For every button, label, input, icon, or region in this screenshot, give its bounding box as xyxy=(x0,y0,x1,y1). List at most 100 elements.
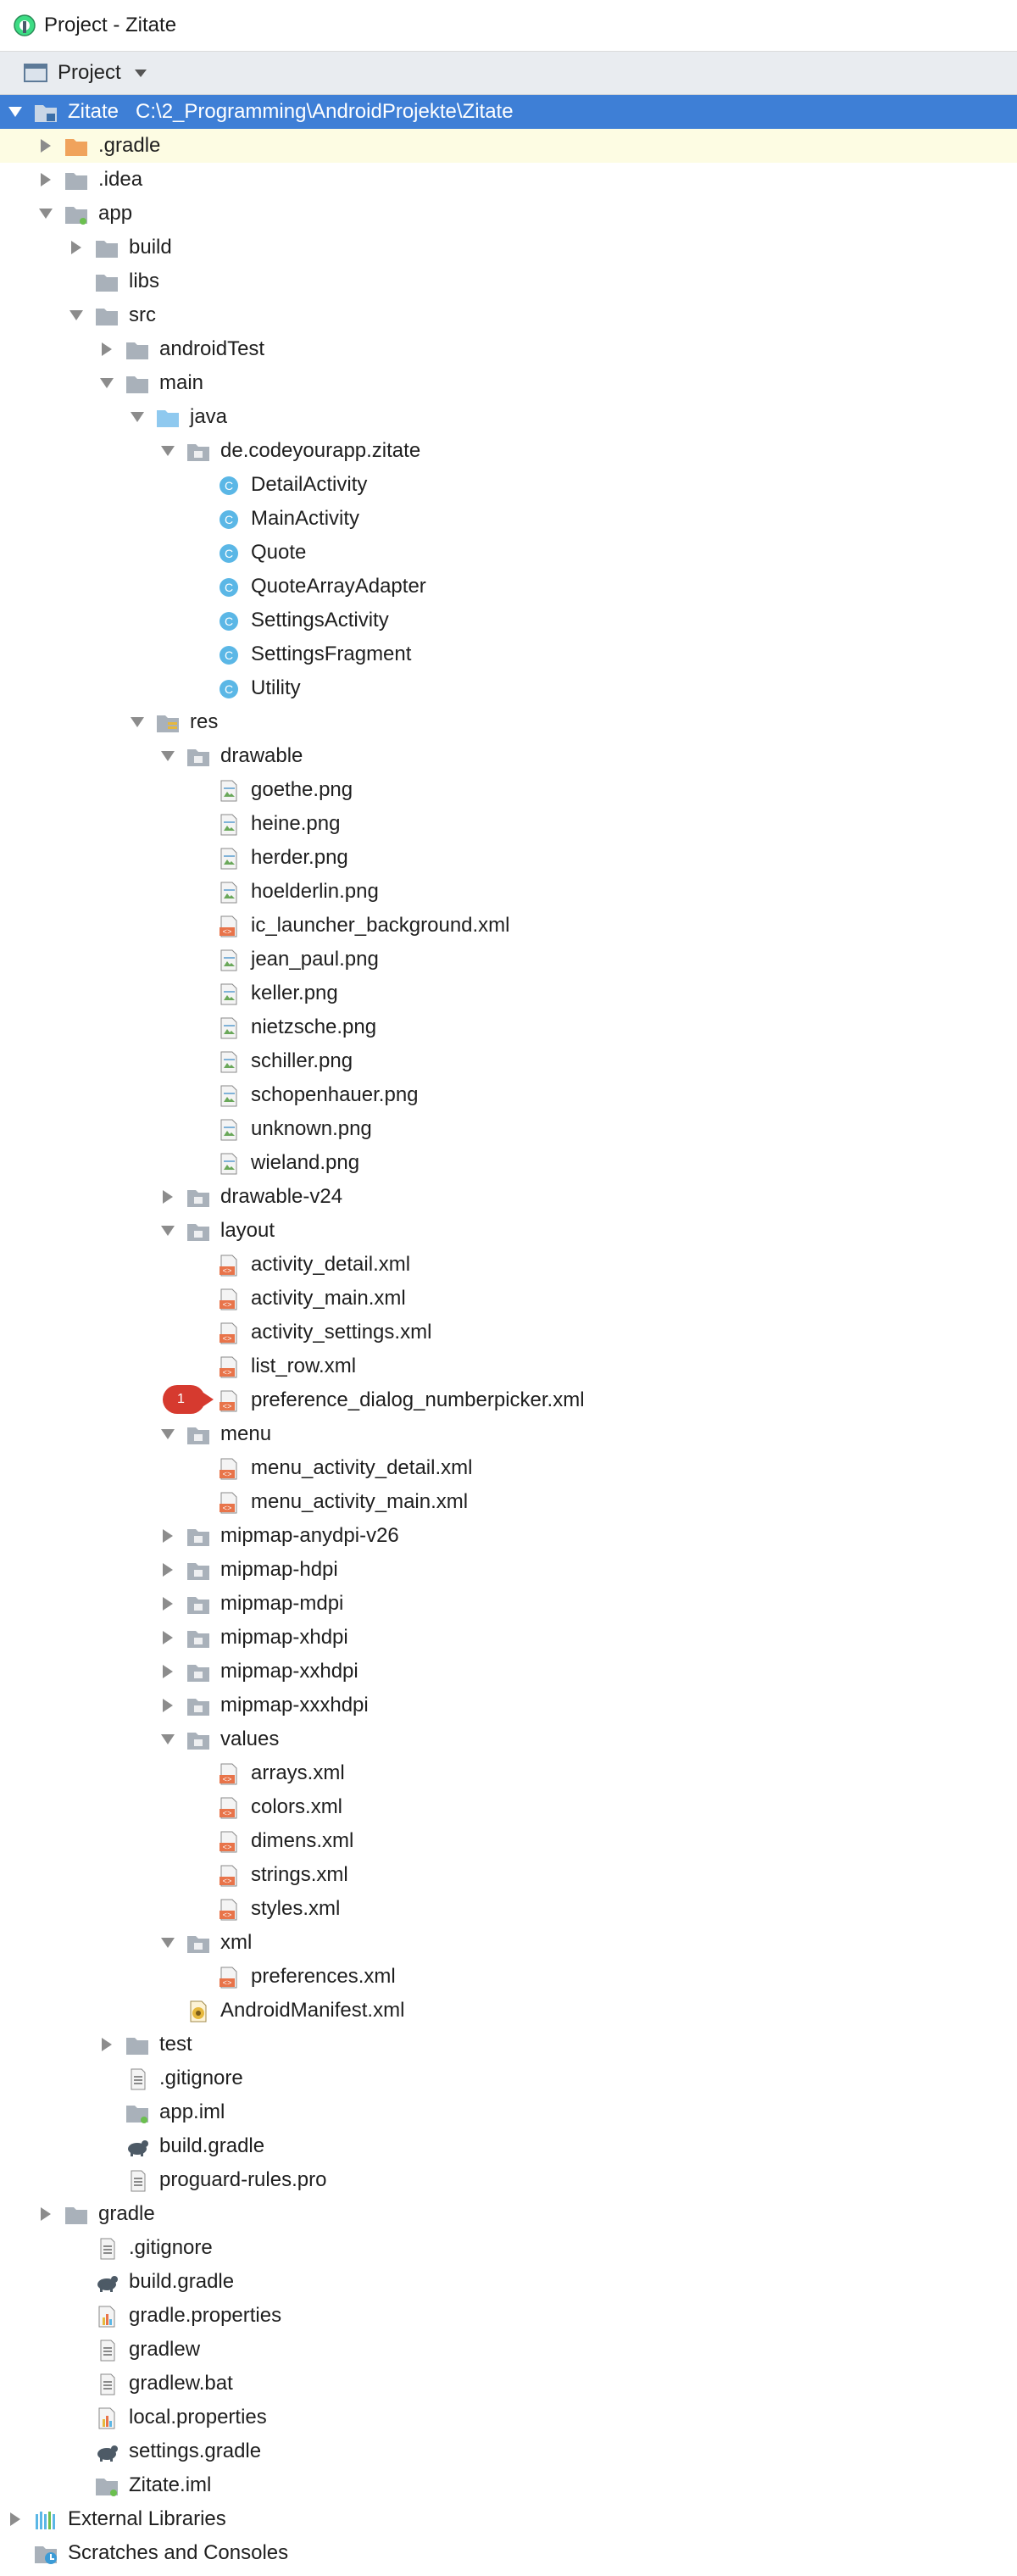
tree-row[interactable]: mipmap-xxhdpi xyxy=(0,1655,1017,1689)
tree-row[interactable]: AndroidManifest.xml xyxy=(0,1994,1017,2028)
expand-arrow-icon[interactable] xyxy=(5,2502,25,2536)
tree-row[interactable]: local.properties xyxy=(0,2401,1017,2434)
tree-row[interactable]: <>arrays.xml xyxy=(0,1756,1017,1790)
expand-arrow-icon[interactable] xyxy=(158,1655,178,1689)
tree-row[interactable]: gradle.properties xyxy=(0,2299,1017,2333)
collapse-arrow-icon[interactable] xyxy=(5,95,25,129)
chevron-down-icon[interactable] xyxy=(134,69,147,77)
tree-row[interactable]: schopenhauer.png xyxy=(0,1078,1017,1112)
tree-row[interactable]: keller.png xyxy=(0,976,1017,1010)
expand-arrow-icon[interactable] xyxy=(158,1587,178,1621)
tree-row[interactable]: build.gradle xyxy=(0,2265,1017,2299)
tree-row[interactable]: app xyxy=(0,197,1017,231)
expand-arrow-icon[interactable] xyxy=(158,1180,178,1214)
tree-row[interactable]: gradlew xyxy=(0,2333,1017,2367)
tree-row[interactable]: de.codeyourapp.zitate xyxy=(0,434,1017,468)
tree-row[interactable]: mipmap-xxxhdpi xyxy=(0,1689,1017,1722)
tree-row[interactable]: <>styles.xml xyxy=(0,1892,1017,1926)
collapse-arrow-icon[interactable] xyxy=(158,1214,178,1248)
tree-row[interactable]: res xyxy=(0,705,1017,739)
tree-row[interactable]: <>dimens.xml xyxy=(0,1824,1017,1858)
expand-arrow-icon[interactable] xyxy=(97,2028,117,2061)
tree-row[interactable]: <>preference_dialog_numberpicker.xml xyxy=(0,1383,1017,1417)
tree-row[interactable]: goethe.png xyxy=(0,773,1017,807)
collapse-arrow-icon[interactable] xyxy=(66,298,86,332)
tree-row[interactable]: gradle xyxy=(0,2197,1017,2231)
tree-row[interactable]: xml xyxy=(0,1926,1017,1960)
expand-arrow-icon[interactable] xyxy=(36,129,56,163)
collapse-arrow-icon[interactable] xyxy=(36,197,56,231)
tree-row[interactable]: Scratches and Consoles xyxy=(0,2536,1017,2570)
expand-arrow-icon[interactable] xyxy=(36,163,56,197)
tree-row[interactable]: java xyxy=(0,400,1017,434)
expand-arrow-icon[interactable] xyxy=(97,332,117,366)
expand-arrow-icon[interactable] xyxy=(158,1621,178,1655)
tree-row[interactable]: heine.png xyxy=(0,807,1017,841)
tree-row[interactable]: <>menu_activity_detail.xml xyxy=(0,1451,1017,1485)
tree-row[interactable]: layout xyxy=(0,1214,1017,1248)
collapse-arrow-icon[interactable] xyxy=(158,739,178,773)
tree-row[interactable]: test xyxy=(0,2028,1017,2061)
tree-row[interactable]: mipmap-mdpi xyxy=(0,1587,1017,1621)
tree-row[interactable]: wieland.png xyxy=(0,1146,1017,1180)
expand-arrow-icon[interactable] xyxy=(36,2197,56,2231)
collapse-arrow-icon[interactable] xyxy=(158,1926,178,1960)
tree-row[interactable]: menu xyxy=(0,1417,1017,1451)
tree-row[interactable]: .gitignore xyxy=(0,2061,1017,2095)
tree-row[interactable]: build.gradle xyxy=(0,2129,1017,2163)
tree-row[interactable]: <>activity_detail.xml xyxy=(0,1248,1017,1282)
tree-row[interactable]: unknown.png xyxy=(0,1112,1017,1146)
tree-row[interactable]: Zitate.iml xyxy=(0,2468,1017,2502)
tree-row[interactable]: herder.png xyxy=(0,841,1017,875)
tree-row[interactable]: nietzsche.png xyxy=(0,1010,1017,1044)
tree-row[interactable]: .idea xyxy=(0,163,1017,197)
tree-row[interactable]: <>activity_settings.xml xyxy=(0,1316,1017,1349)
tree-row[interactable]: drawable xyxy=(0,739,1017,773)
tree-row[interactable]: settings.gradle xyxy=(0,2434,1017,2468)
project-view-selector[interactable]: Project xyxy=(17,56,153,90)
tree-row[interactable]: jean_paul.png xyxy=(0,943,1017,976)
tree-row[interactable]: .gradle xyxy=(0,129,1017,163)
tree-row[interactable]: <>activity_main.xml xyxy=(0,1282,1017,1316)
tree-row[interactable]: <>menu_activity_main.xml xyxy=(0,1485,1017,1519)
collapse-arrow-icon[interactable] xyxy=(158,1722,178,1756)
tree-row[interactable]: External Libraries xyxy=(0,2502,1017,2536)
collapse-arrow-icon[interactable] xyxy=(97,366,117,400)
tree-row[interactable]: main xyxy=(0,366,1017,400)
collapse-arrow-icon[interactable] xyxy=(127,705,147,739)
tree-row[interactable]: schiller.png xyxy=(0,1044,1017,1078)
tree-row[interactable]: <>preferences.xml xyxy=(0,1960,1017,1994)
expand-arrow-icon[interactable] xyxy=(158,1553,178,1587)
collapse-arrow-icon[interactable] xyxy=(158,1417,178,1451)
tree-row[interactable]: <>ic_launcher_background.xml xyxy=(0,909,1017,943)
expand-arrow-icon[interactable] xyxy=(66,231,86,264)
tree-row[interactable]: mipmap-xhdpi xyxy=(0,1621,1017,1655)
tree-row[interactable]: <>list_row.xml xyxy=(0,1349,1017,1383)
expand-arrow-icon[interactable] xyxy=(158,1689,178,1722)
tree-row[interactable]: values xyxy=(0,1722,1017,1756)
tree-row[interactable]: app.iml xyxy=(0,2095,1017,2129)
tree-row[interactable]: androidTest xyxy=(0,332,1017,366)
tree-row[interactable]: <>colors.xml xyxy=(0,1790,1017,1824)
tree-row[interactable]: <>strings.xml xyxy=(0,1858,1017,1892)
tree-row[interactable]: .gitignore xyxy=(0,2231,1017,2265)
tree-row[interactable]: src xyxy=(0,298,1017,332)
tree-row[interactable]: proguard-rules.pro xyxy=(0,2163,1017,2197)
collapse-arrow-icon[interactable] xyxy=(127,400,147,434)
collapse-arrow-icon[interactable] xyxy=(158,434,178,468)
tree-row[interactable]: drawable-v24 xyxy=(0,1180,1017,1214)
tree-row[interactable]: gradlew.bat xyxy=(0,2367,1017,2401)
expand-arrow-icon[interactable] xyxy=(158,1519,178,1553)
tree-row[interactable]: mipmap-anydpi-v26 xyxy=(0,1519,1017,1553)
tree-row[interactable]: mipmap-hdpi xyxy=(0,1553,1017,1587)
tree-row[interactable]: build xyxy=(0,231,1017,264)
tree-row[interactable]: hoelderlin.png xyxy=(0,875,1017,909)
